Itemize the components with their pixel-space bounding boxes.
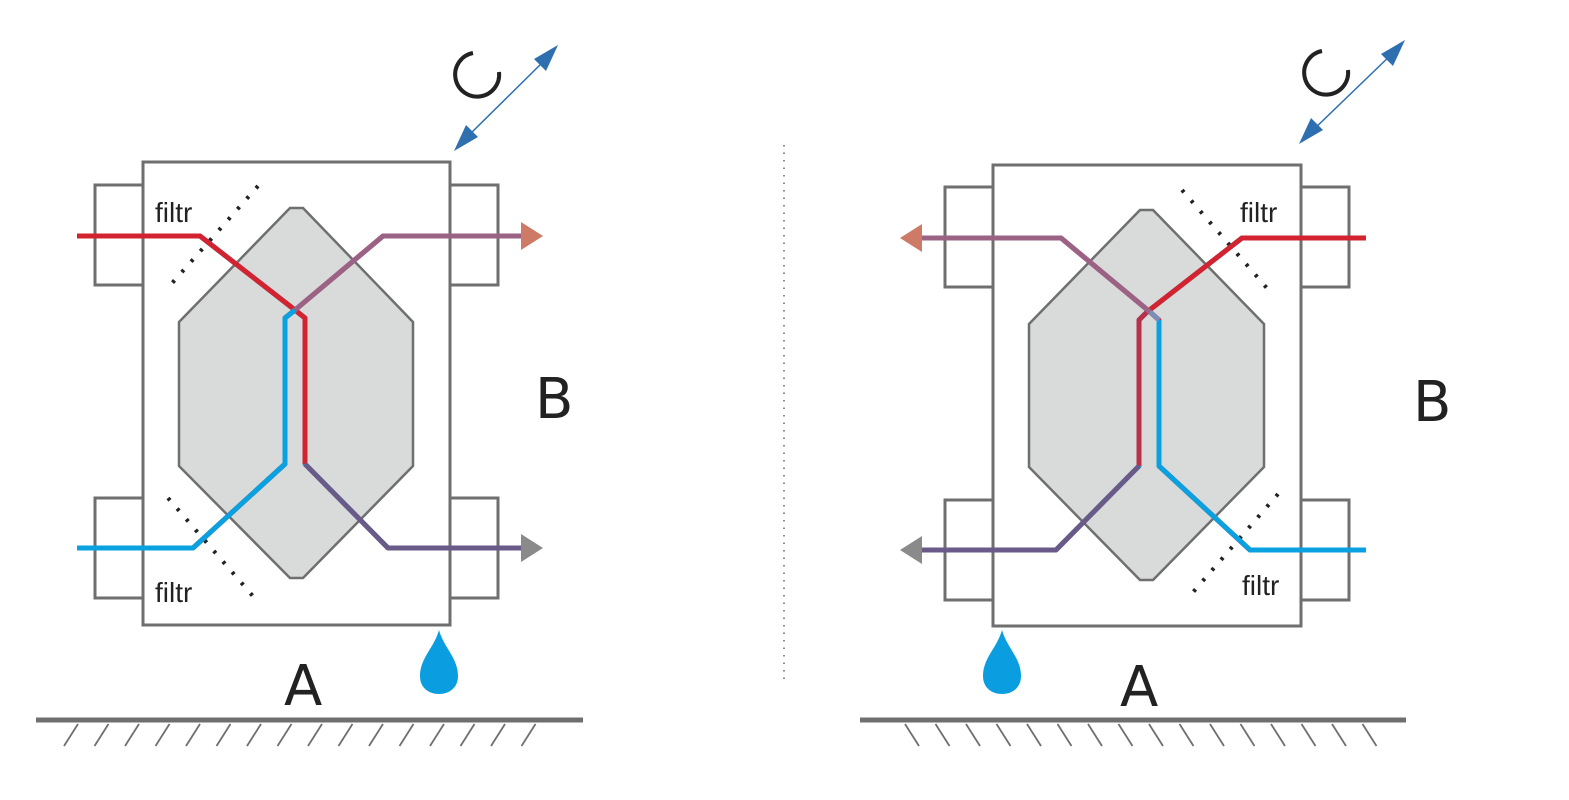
ground-hatch-tick bbox=[124, 723, 140, 747]
ground-hatch-tick bbox=[1087, 723, 1103, 747]
outlet-arrow-warm bbox=[521, 222, 543, 250]
ground-hatch-tick bbox=[1148, 723, 1164, 747]
double-arrow-icon bbox=[1299, 40, 1405, 144]
water-drop-icon bbox=[983, 630, 1021, 694]
ground-hatch-tick bbox=[93, 723, 110, 747]
label-a: A bbox=[284, 654, 322, 719]
heat-exchanger-core bbox=[1027, 208, 1266, 582]
flow-exhaust-lower bbox=[922, 464, 1141, 553]
ground-hatch-tick bbox=[398, 723, 415, 747]
outlet-arrow-warm bbox=[900, 224, 922, 252]
ground-hatch-tick bbox=[1026, 723, 1042, 747]
flow-cold-core bbox=[1148, 310, 1161, 322]
ground-hatch-tick bbox=[63, 723, 79, 747]
outlet-arrow-gray bbox=[521, 534, 543, 562]
outlet-arrow-gray bbox=[900, 536, 922, 564]
ground-hatch-tick bbox=[520, 723, 537, 747]
ground-hatch-tick bbox=[1117, 723, 1134, 747]
flow-cold-segment bbox=[1156, 320, 1366, 553]
flow-exhaust-upper bbox=[922, 235, 1152, 314]
ground-hatch-tick bbox=[1300, 723, 1317, 747]
label-b: B bbox=[1413, 370, 1451, 435]
double-arrow-icon bbox=[454, 45, 558, 151]
ground-hatch-tick bbox=[337, 723, 354, 747]
ground-hatch bbox=[36, 717, 583, 747]
ground-hatch-tick bbox=[1056, 723, 1073, 747]
ground-hatch-tick bbox=[490, 723, 506, 747]
rotate-icon bbox=[1302, 49, 1351, 97]
ground-hatch-tick bbox=[154, 723, 171, 747]
heat-exchanger-core bbox=[177, 206, 415, 580]
ground-hatch-tick bbox=[965, 723, 981, 747]
ground-hatch-tick bbox=[1178, 723, 1195, 747]
ground-hatch-tick bbox=[1239, 723, 1256, 747]
filter-label-bottom: filtr bbox=[155, 577, 192, 608]
rotate-icon bbox=[453, 51, 502, 99]
filter-bottom bbox=[166, 496, 260, 604]
label-a: A bbox=[1120, 655, 1158, 720]
panel-left: filtr filtr B A bbox=[36, 45, 583, 747]
ground-hatch-tick bbox=[1361, 723, 1378, 747]
ground-hatch-tick bbox=[276, 723, 293, 747]
ground-hatch-tick bbox=[215, 723, 232, 747]
filter-top bbox=[1180, 188, 1274, 296]
water-drop-icon bbox=[420, 630, 458, 694]
ground-hatch-tick bbox=[1270, 723, 1286, 747]
ground-hatch-tick bbox=[1209, 723, 1225, 747]
label-b: B bbox=[535, 367, 573, 432]
flow-exhaust-lower bbox=[303, 462, 521, 551]
filter-label-top: filtr bbox=[1240, 197, 1277, 228]
flow-hot-segment bbox=[1145, 235, 1366, 314]
ground-hatch-tick bbox=[368, 723, 384, 747]
panel-right: filtr filtr B A bbox=[860, 40, 1451, 747]
ground-hatch-tick bbox=[904, 723, 920, 747]
ground-hatch-tick bbox=[1331, 723, 1347, 747]
ground-hatch-tick bbox=[459, 723, 476, 747]
ground-hatch-tick bbox=[185, 723, 201, 747]
ground-hatch-tick bbox=[995, 723, 1012, 747]
flow-cold-segment bbox=[77, 308, 297, 551]
ground-hatch-tick bbox=[246, 723, 262, 747]
ground-hatch-tick bbox=[307, 723, 323, 747]
ground-hatch-tick bbox=[934, 723, 951, 747]
flow-hot-core bbox=[1136, 310, 1149, 466]
filter-label-top: filtr bbox=[155, 197, 192, 228]
flow-exhaust-upper bbox=[293, 233, 521, 312]
ground-hatch bbox=[860, 717, 1406, 747]
ground-hatch-tick bbox=[429, 723, 445, 747]
filter-bottom bbox=[1186, 492, 1280, 600]
filter-label-bottom: filtr bbox=[1242, 570, 1279, 601]
